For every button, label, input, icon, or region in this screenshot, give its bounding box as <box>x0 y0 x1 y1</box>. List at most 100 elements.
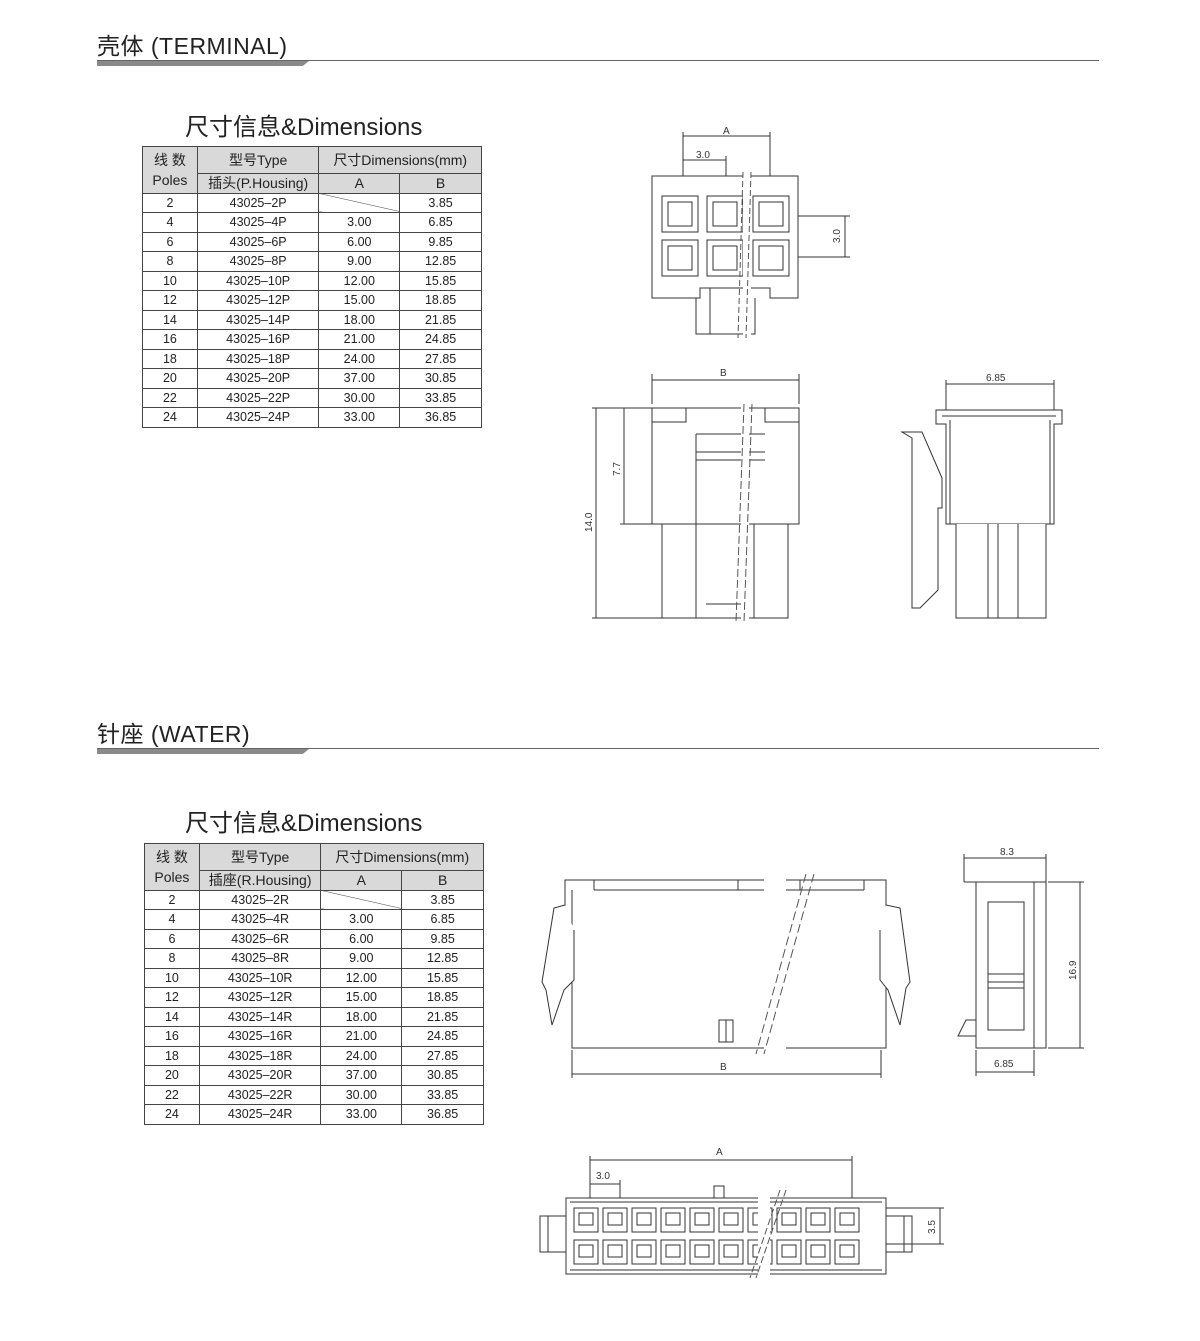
label-width: 8.3 <box>1000 847 1014 858</box>
b-cell: 36.85 <box>401 1104 484 1125</box>
type-cell: 43025–8R <box>198 948 322 969</box>
poles-cell: 8 <box>142 251 198 272</box>
type-cell: 43025–14P <box>196 309 320 330</box>
b-cell: 30.85 <box>401 1065 484 1086</box>
cavity-outline <box>776 1207 802 1233</box>
b-cell: 27.85 <box>399 348 482 369</box>
a-cell: 21.00 <box>320 1026 403 1047</box>
a-cell: 21.00 <box>318 329 401 350</box>
type-header: 型号Type <box>198 843 322 871</box>
terminal-front-view-drawing: A 3.0 3.0 <box>651 126 850 342</box>
a-cell: 6.00 <box>318 231 401 252</box>
dimensions-header: 尺寸Dimensions(mm) <box>320 843 484 871</box>
b-cell: 36.85 <box>399 407 482 428</box>
b-header: B <box>399 173 482 194</box>
water-side-view-drawing: B <box>541 873 911 1078</box>
poles-header: 线 数 Poles <box>142 146 198 194</box>
cavity-inner <box>578 1212 594 1226</box>
poles-header-cn: 线 数 <box>155 848 188 865</box>
section-title-water: 针座 (WATER) <box>97 721 251 747</box>
cavity-inner <box>839 1244 855 1258</box>
label-row-pitch: 3.0 <box>832 229 843 243</box>
dimensions-title: 尺寸信息&Dimensions <box>185 810 423 837</box>
b-cell: 27.85 <box>401 1045 484 1066</box>
poles-cell: 20 <box>144 1065 200 1086</box>
cavity-inner <box>839 1212 855 1226</box>
cavity-inner <box>665 1244 681 1258</box>
b-cell: 9.85 <box>399 231 482 252</box>
b-cell: 24.85 <box>401 1026 484 1047</box>
label-depth: 6.85 <box>986 373 1006 384</box>
label-b: B <box>720 1062 727 1073</box>
a-cell: 12.00 <box>320 967 403 988</box>
type-cell: 43025–20R <box>198 1065 322 1086</box>
a-cell <box>320 889 403 910</box>
cavity-inner <box>723 1212 739 1226</box>
section-title-terminal: 壳体 (TERMINAL) <box>97 33 288 59</box>
a-cell: 30.00 <box>318 387 401 408</box>
a-cell: 24.00 <box>320 1045 403 1066</box>
a-cell: 37.00 <box>320 1065 403 1086</box>
poles-cell: 22 <box>144 1084 200 1105</box>
type-cell: 43025–22R <box>198 1084 322 1105</box>
a-cell <box>318 192 401 213</box>
a-cell: 18.00 <box>318 309 401 330</box>
cavity-inner <box>607 1244 623 1258</box>
a-cell: 15.00 <box>320 987 403 1008</box>
terminal-side-view-drawing: B 14.0 7.7 <box>584 368 800 626</box>
type-header: 型号Type <box>196 146 320 174</box>
poles-cell: 24 <box>144 1104 200 1125</box>
b-cell: 15.85 <box>401 967 484 988</box>
b-cell: 9.85 <box>401 928 484 949</box>
poles-header: 线 数 Poles <box>144 843 200 891</box>
a-cell: 12.00 <box>318 270 401 291</box>
a-cell: 15.00 <box>318 290 401 311</box>
poles-cell: 24 <box>142 407 198 428</box>
label-a: A <box>723 126 730 137</box>
type-cell: 43025–2R <box>198 889 322 910</box>
poles-cell: 14 <box>142 309 198 330</box>
poles-cell: 8 <box>144 948 200 969</box>
cavity-outline <box>660 1239 686 1265</box>
section-divider <box>97 748 1099 749</box>
poles-cell: 16 <box>144 1026 200 1047</box>
type-cell: 43025–14R <box>198 1006 322 1027</box>
poles-cell: 18 <box>144 1045 200 1066</box>
a-cell: 9.00 <box>320 948 403 969</box>
cavity-inner <box>781 1244 797 1258</box>
type-cell: 43025–20P <box>196 368 320 389</box>
a-header: A <box>318 173 401 194</box>
poles-cell: 10 <box>142 270 198 291</box>
b-cell: 6.85 <box>401 909 484 930</box>
a-cell: 33.00 <box>318 407 401 428</box>
a-header: A <box>320 870 403 891</box>
a-cell: 33.00 <box>320 1104 403 1125</box>
dimensions-table-water: 线 数 Poles 型号Type 尺寸Dimensions(mm) 插座(R.H… <box>144 843 484 1125</box>
poles-cell: 6 <box>144 928 200 949</box>
poles-cell: 4 <box>142 212 198 233</box>
a-cell: 24.00 <box>318 348 401 369</box>
section-divider-accent <box>97 61 309 66</box>
poles-cell: 2 <box>142 192 198 213</box>
a-cell: 3.00 <box>318 212 401 233</box>
poles-cell: 16 <box>142 329 198 350</box>
b-cell: 33.85 <box>399 387 482 408</box>
housing-header: 插头(P.Housing) <box>196 173 320 194</box>
dimensions-header: 尺寸Dimensions(mm) <box>318 146 482 174</box>
cavity-inner <box>781 1212 797 1226</box>
b-cell: 3.85 <box>401 889 484 910</box>
